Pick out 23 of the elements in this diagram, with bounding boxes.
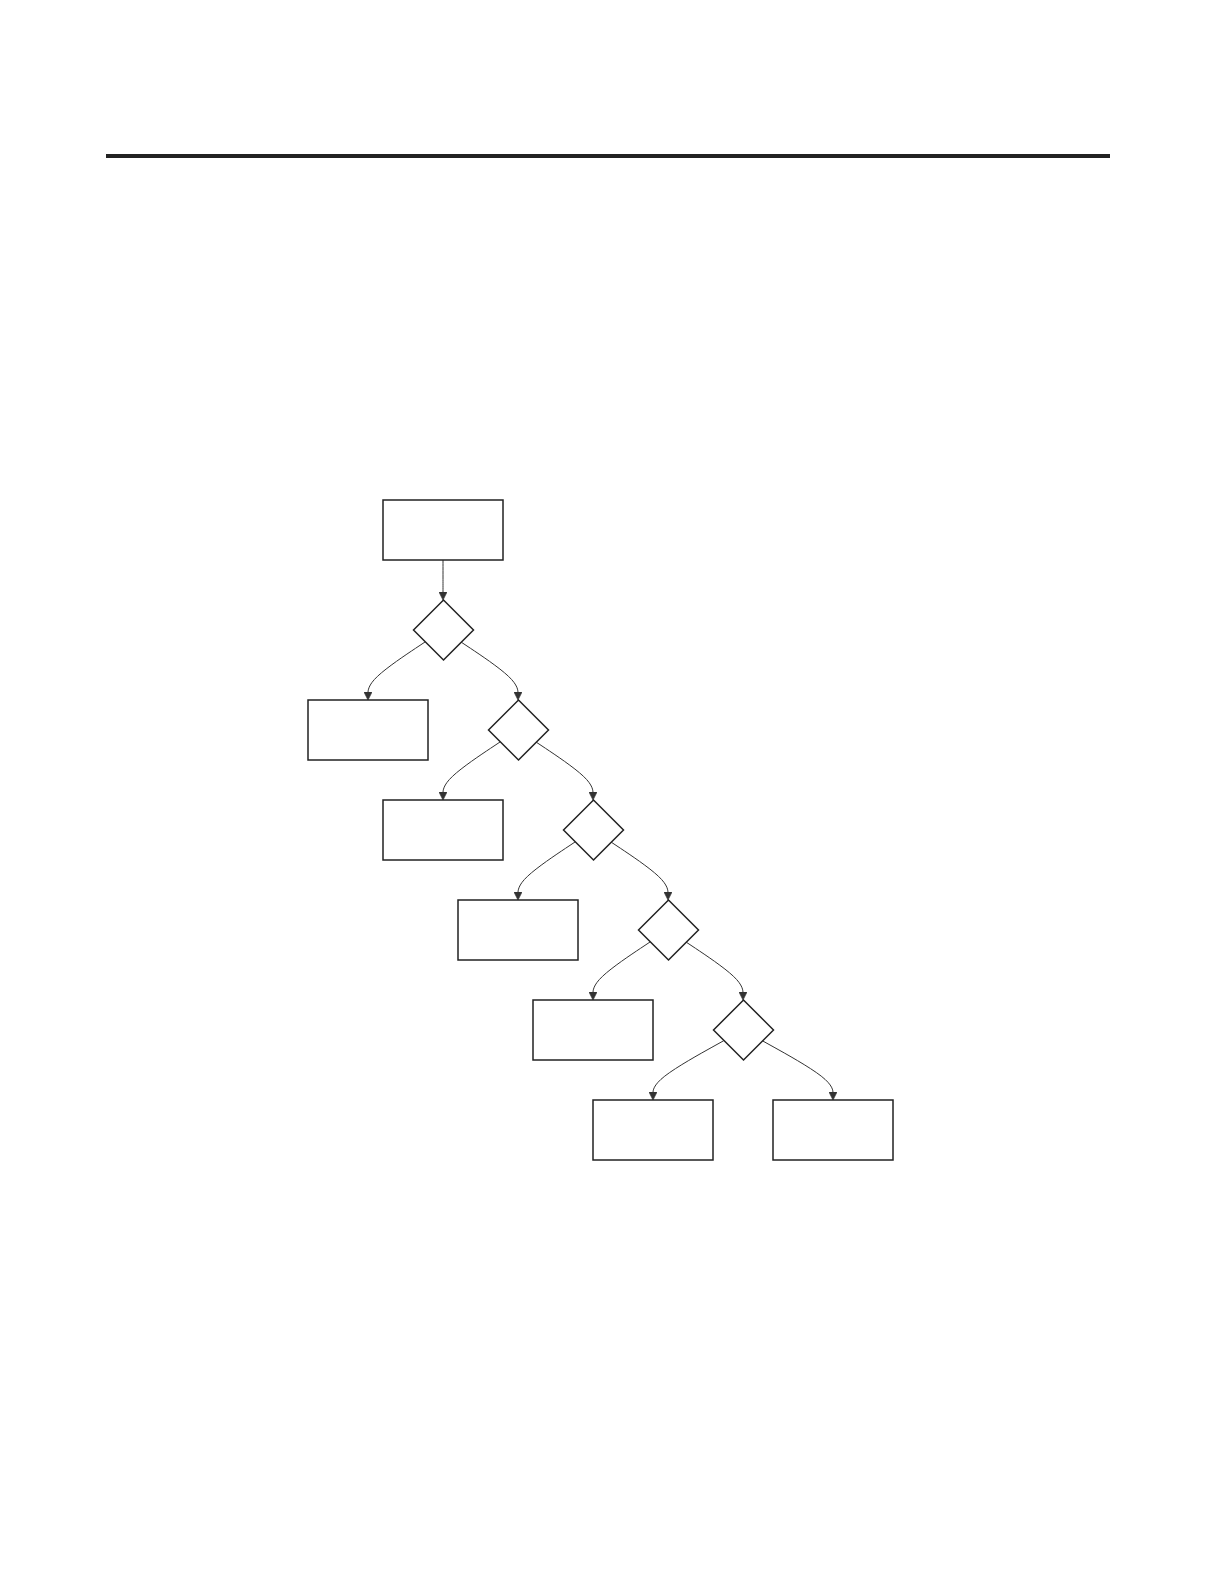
node-box (306, 699, 429, 761)
arrow (363, 641, 425, 701)
node-box (381, 499, 504, 561)
arrow (761, 1040, 837, 1101)
node-diamond (486, 698, 550, 762)
arrow (685, 941, 747, 1001)
node-box (381, 799, 504, 861)
arrow (460, 641, 522, 701)
arrow (438, 741, 500, 801)
node-box (456, 899, 579, 961)
node-box (771, 1099, 894, 1161)
node-diamond (411, 598, 475, 662)
node-box (531, 999, 654, 1061)
node-diamond (561, 798, 625, 862)
arrow (610, 841, 672, 901)
node-diamond (711, 998, 775, 1062)
arrow (535, 741, 597, 801)
node-diamond (636, 898, 700, 962)
arrow (588, 941, 650, 1001)
node-box (591, 1099, 714, 1161)
arrow (438, 559, 447, 601)
arrow (648, 1040, 724, 1101)
arrow (513, 841, 575, 901)
